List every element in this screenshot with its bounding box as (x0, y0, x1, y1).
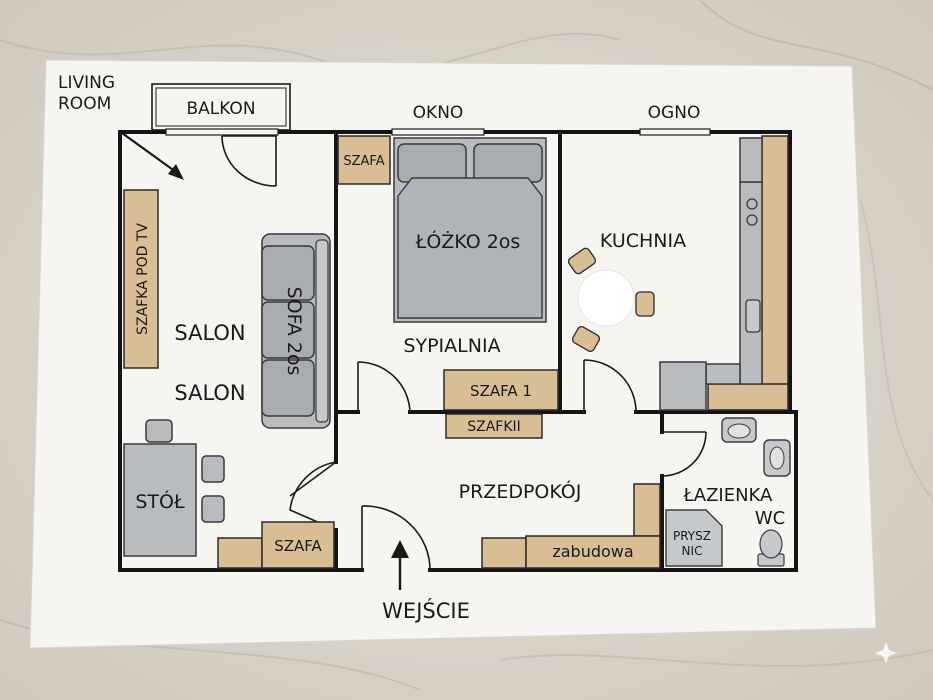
stove-burner-1 (746, 198, 758, 210)
zabudowa-label: zabudowa (552, 542, 633, 561)
paper-sheet (29, 59, 877, 649)
ogno-label: OGNO (648, 103, 701, 123)
bedroom-wardrobe (337, 135, 391, 185)
wardrobe-1 (443, 369, 559, 411)
tv-cabinet (123, 189, 159, 369)
szafka-pod-tv-label: SZAFKA POD TV (135, 223, 151, 335)
chair-right-1 (201, 455, 225, 483)
kitchen-corner (705, 363, 741, 385)
szafkii-label: SZAFKII (467, 419, 521, 435)
entrance-door (361, 505, 431, 571)
kitchen-unit (659, 361, 707, 411)
prysznic-label-2: NIC (682, 544, 703, 558)
szafa-living-label: SZAFA (274, 537, 322, 555)
prysznic-label-1: PRYSZ (673, 529, 711, 543)
bedroom-door (357, 361, 411, 413)
small-cabinets (445, 413, 543, 439)
round-table (577, 269, 635, 327)
kitchen-chair-3 (635, 291, 655, 317)
hall-cabinet-vertical (633, 483, 661, 537)
lazienka-label: ŁAZIENKA (683, 485, 773, 506)
pillow-left (397, 143, 467, 183)
kuchnia-label: KUCHNIA (600, 230, 686, 252)
kitchen-chair-2 (571, 326, 601, 352)
kitchen-sink (745, 299, 761, 333)
okno-label: OKNO (413, 103, 464, 123)
living-room-label: LIVING ROOM (58, 73, 120, 114)
pillow-right (473, 143, 543, 183)
sparkle-icon (875, 642, 897, 664)
wc-label: WC (755, 508, 785, 529)
sofa-label: SOFA 2os (283, 287, 305, 376)
kitchen-counter-bottom (707, 383, 789, 411)
living-hall-door (289, 461, 337, 531)
balkon-label: BALKON (186, 99, 255, 119)
living-room-arrow (121, 132, 177, 173)
szafa-1-label: SZAFA 1 (470, 382, 532, 400)
bathroom-door (661, 431, 707, 477)
stol-label: STÓŁ (135, 489, 185, 513)
toilet-bowl (759, 529, 783, 559)
kitchen-worktop (739, 181, 763, 385)
stove-burner-2 (746, 214, 758, 226)
chair-top (145, 419, 173, 443)
wejscie-label: WEJŚCIE (382, 598, 470, 623)
kitchen-counter-right (761, 135, 789, 411)
salon-label-1: SALON (174, 321, 245, 345)
kitchen-chair-1 (567, 247, 597, 275)
window-bedroom (391, 128, 485, 136)
chair-right-2 (201, 495, 225, 523)
salon-label-2: SALON (174, 381, 245, 405)
living-wardrobe (261, 521, 335, 569)
window-kitchen (639, 128, 711, 136)
szafa-bedroom-label: SZAFA (343, 154, 384, 169)
built-in-unit (525, 535, 661, 569)
living-room-arrowhead (168, 164, 184, 180)
fridge (739, 137, 763, 183)
przedpokoj-label: PRZEDPOKÓJ (459, 479, 582, 503)
dining-table (123, 443, 197, 557)
kitchen-door (583, 359, 637, 413)
shower (665, 509, 723, 567)
sypialnia-label: SYPIALNIA (403, 335, 500, 357)
lozko-label: ŁÓŻKO 2os (415, 229, 521, 253)
entrance-arrowhead (391, 540, 409, 558)
balcony-door (221, 135, 277, 187)
